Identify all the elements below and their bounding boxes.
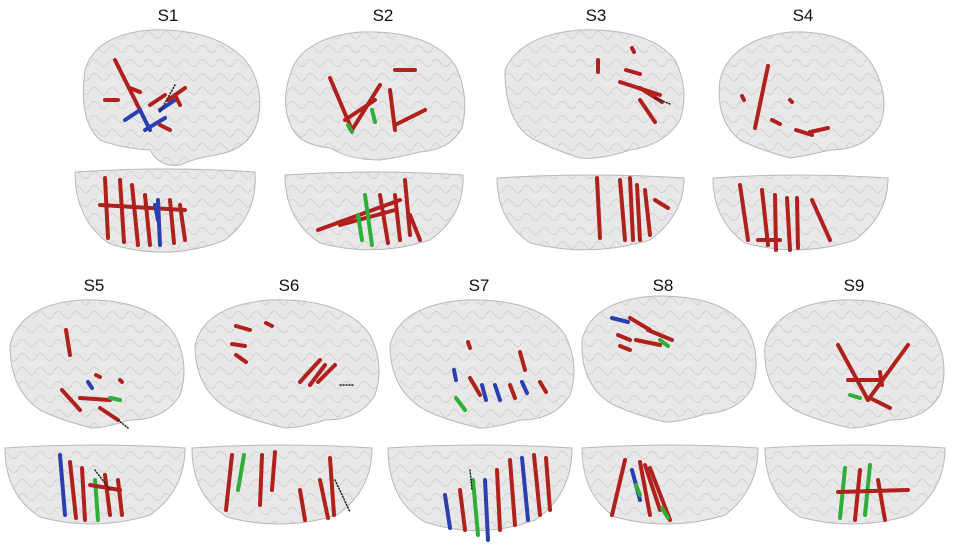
dotted-trajectories xyxy=(94,84,671,513)
subject-label-s8: S8 xyxy=(652,276,674,295)
brain-lateral-s7 xyxy=(389,299,575,429)
subject-label-s3: S3 xyxy=(585,6,607,25)
subject-label-s5: S5 xyxy=(83,276,105,295)
brain-axial-s4 xyxy=(712,174,889,251)
brain-axial-s8 xyxy=(581,444,759,525)
brain-lateral-s6 xyxy=(194,299,380,429)
electrodes-axial-s4 xyxy=(738,183,832,252)
electrodes-lateral-s1 xyxy=(103,58,187,132)
electrodes-lateral-s2 xyxy=(328,68,427,134)
subject-label-s9: S9 xyxy=(843,276,865,295)
brain-lateral-s4 xyxy=(718,31,885,159)
electrodes-axial-s6 xyxy=(224,450,336,522)
electrodes-axial-s8 xyxy=(610,458,672,522)
electrodes-lateral-s4 xyxy=(740,64,830,137)
electrodes-lateral-s8 xyxy=(610,316,674,352)
brain-axial-s6 xyxy=(191,444,373,525)
electrodes-lateral-s6 xyxy=(230,321,337,387)
brain-lateral-s3 xyxy=(504,29,685,159)
electrodes-axial-s3 xyxy=(595,176,670,242)
electrodes-axial-s7 xyxy=(443,453,552,542)
brain-lateral-s9 xyxy=(764,299,945,429)
brain-axial-s9 xyxy=(764,444,946,525)
subject-label-s6: S6 xyxy=(278,276,300,295)
electrodes-axial-s5 xyxy=(58,453,124,522)
brain-lateral-s8 xyxy=(581,295,757,423)
electrodes-axial-s9 xyxy=(836,463,910,522)
electrodes-lateral-s5 xyxy=(60,328,124,422)
electrodes-axial-s2 xyxy=(316,178,422,247)
electrodes-lateral-s7 xyxy=(452,340,548,412)
subject-label-s2: S2 xyxy=(372,6,394,25)
subject-label-s1: S1 xyxy=(157,6,179,25)
brain-axial-s3 xyxy=(496,174,685,251)
electrodes-lateral-s9 xyxy=(836,343,910,410)
brain-lateral-s5 xyxy=(9,299,185,429)
electrodes-axial-s1 xyxy=(98,176,187,247)
subject-label-s7: S7 xyxy=(468,276,490,295)
subject-label-s4: S4 xyxy=(792,6,814,25)
